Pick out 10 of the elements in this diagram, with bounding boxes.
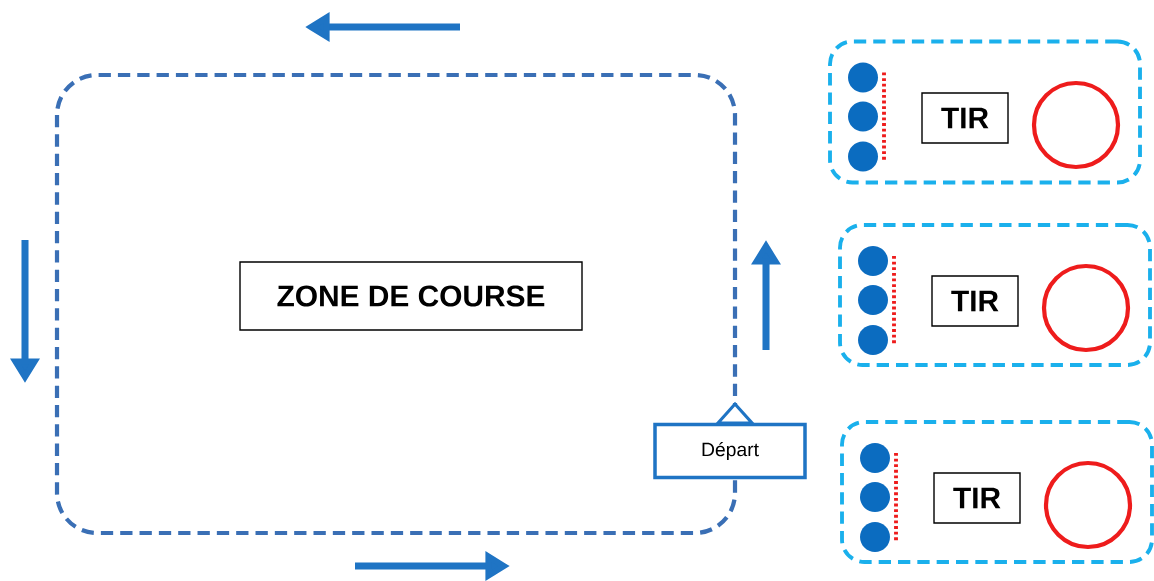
target-circle (1031, 80, 1121, 170)
shooting-label-box: TIR (933, 472, 1021, 524)
target-circle (1043, 460, 1133, 550)
shooting-label-box: TIR (921, 92, 1009, 144)
shooting-station-panel (840, 420, 1154, 564)
shooting-station-panel (828, 39, 1142, 185)
zone-label-box: ZONE DE COURSE (239, 261, 583, 331)
shooting-label-box: TIR (931, 275, 1019, 327)
shooting-station-panel (838, 223, 1152, 367)
target-circle (1041, 263, 1131, 353)
